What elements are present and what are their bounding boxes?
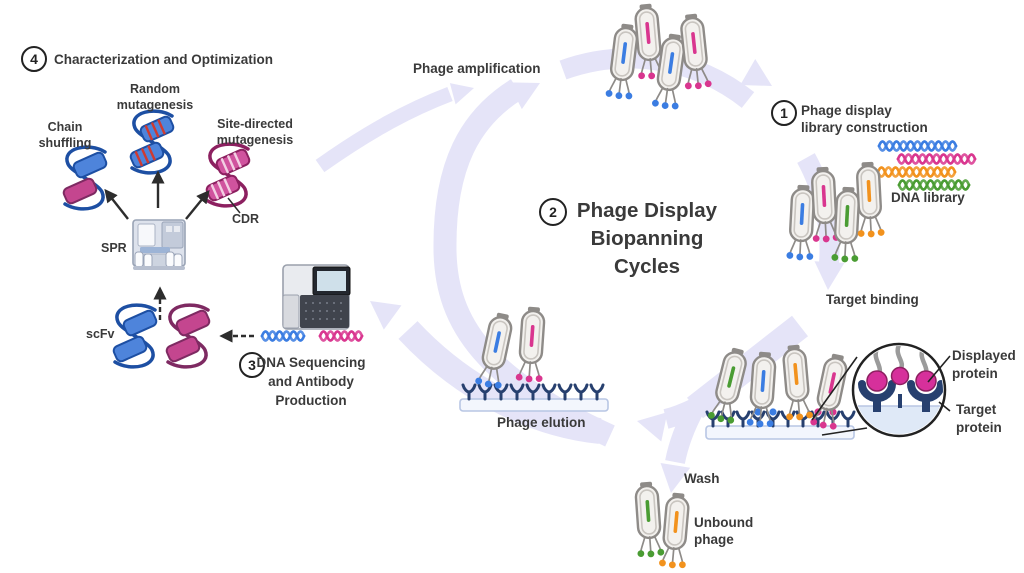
phage-icon-orange: [659, 492, 690, 569]
target-protein-pointer-line: [938, 401, 951, 412]
step2-badge: 2: [539, 198, 567, 226]
displayed-protein-ball: [890, 366, 910, 386]
step3-heading: DNA Sequencing and Antibody Production: [256, 355, 366, 408]
target-protein-cup: [858, 380, 896, 402]
target-protein-receptor: [589, 383, 605, 401]
cycle-arrow-wash-branch: [665, 403, 704, 465]
target-protein-receptor: [509, 383, 525, 401]
chain-shuffling-label: Chain shuffling: [38, 120, 92, 150]
dna-sequencer-icon: [282, 264, 351, 330]
helix-layer: [260, 140, 977, 342]
displayed-protein-label: Displayed protein: [952, 348, 1016, 381]
dna-helix-icon-blue: [877, 140, 958, 152]
dna-helix-icon-pink: [318, 330, 364, 342]
site-directed-mutagenesis-label: Site-directed mutagenesis: [216, 117, 294, 147]
sequencing-arrow-head: [370, 301, 402, 330]
random-mutagenesis-label: Random mutagenesis: [116, 82, 194, 112]
target-protein-stem: [922, 396, 930, 412]
cdr-pointer-line: [227, 197, 241, 214]
phage-icon-blue: [651, 33, 686, 110]
phage-icon-blue: [746, 351, 777, 428]
phage-icon-green: [634, 481, 665, 558]
phage-icon-blue: [475, 312, 513, 389]
spr-machine-icon: [132, 219, 186, 270]
dna-helix-icon-orange: [876, 166, 957, 178]
dna-library-label: DNA library: [891, 190, 965, 205]
spr-label: SPR: [101, 241, 127, 255]
dna-helix-icon-green: [897, 179, 971, 191]
antibody-icon-site-directed-mutagenesis: [205, 142, 251, 208]
cdr-label: CDR: [232, 212, 260, 226]
black-arrows: [104, 170, 254, 343]
displayed-protein-pointer-line: [927, 355, 951, 383]
cycle-arrow-binding-band: [686, 315, 809, 419]
antibody-icon-scfv-pink: [165, 303, 211, 369]
magnifier-callout-line-lower: [821, 427, 868, 436]
target-protein-cup: [907, 380, 943, 402]
unbound-phage-label: Unbound phage: [694, 515, 754, 547]
phage-icon-pink: [515, 306, 546, 383]
arrow-spr-to-site-directed: [185, 189, 210, 220]
cycle-arrow-top-head: [740, 59, 772, 86]
target-binding-label: Target binding: [826, 292, 919, 307]
target-protein-receptor: [735, 410, 751, 428]
target-protein-receptor: [541, 383, 557, 401]
antibody-icon-random-mutagenesis: [129, 109, 175, 175]
wash-label: Wash: [684, 471, 720, 486]
arrow-spr-to-chain-shuffling: [104, 188, 129, 220]
target-protein-stem: [873, 396, 881, 412]
step1-badge: 1: [771, 100, 797, 126]
cycle-arrow-wash-head: [660, 462, 691, 493]
cycle-arrow-left: [433, 79, 615, 447]
phage-amplification-label: Phage amplification: [413, 61, 541, 76]
phage-icon-green: [831, 186, 860, 263]
step4-badge: 4: [21, 46, 47, 72]
center-title: Phage Display Biopanning Cycles: [576, 199, 718, 278]
displayed-protein-ball: [866, 370, 888, 392]
phage-icon-orange: [856, 161, 885, 238]
scfv-label: scFv: [86, 327, 115, 341]
step4-heading: Characterization and Optimization: [54, 52, 274, 67]
phage-layer: [475, 3, 885, 569]
cycle-arrow-elution-head: [637, 412, 668, 442]
target-protein-receptor: [840, 410, 856, 428]
dna-helix-icon-blue: [260, 330, 306, 342]
cycle-arrow-top: [559, 48, 755, 108]
target-protein-receptor: [525, 383, 541, 401]
step1-heading: Phage display library construction: [801, 103, 928, 135]
phage-icon-green: [707, 347, 747, 424]
phage-icon-pink: [810, 353, 848, 430]
phage-icon-pink: [680, 13, 712, 90]
target-protein-receptor: [557, 383, 573, 401]
target-protein-label: Target protein: [956, 402, 1002, 435]
cycle-arrow-left-head: [508, 82, 540, 110]
target-binding-plate: [705, 425, 855, 440]
reamplification-arrow: [315, 86, 453, 173]
reamplification-arrow-head: [449, 83, 474, 105]
magnifier-callout-line-upper: [811, 356, 858, 421]
phage-icon-pink: [634, 3, 665, 80]
displayed-protein-ball: [915, 370, 937, 392]
receptor-layer: [461, 383, 856, 428]
target-protein-receptor: [461, 383, 477, 401]
target-protein-receptor: [573, 383, 589, 401]
antibody-icon-chain-shuffling: [62, 145, 108, 211]
dna-helix-icon-pink: [896, 153, 977, 165]
phage-icon-blue: [605, 23, 639, 100]
phage-icon-orange: [782, 344, 813, 421]
step3-badge: 3: [239, 352, 265, 378]
elution-plate: [459, 398, 609, 412]
cycle-arrow-right-head: [814, 261, 845, 290]
phage-elution-label: Phage elution: [497, 415, 586, 430]
antibody-icon-scfv-blue: [112, 303, 158, 369]
phage-icon-blue: [786, 184, 815, 261]
